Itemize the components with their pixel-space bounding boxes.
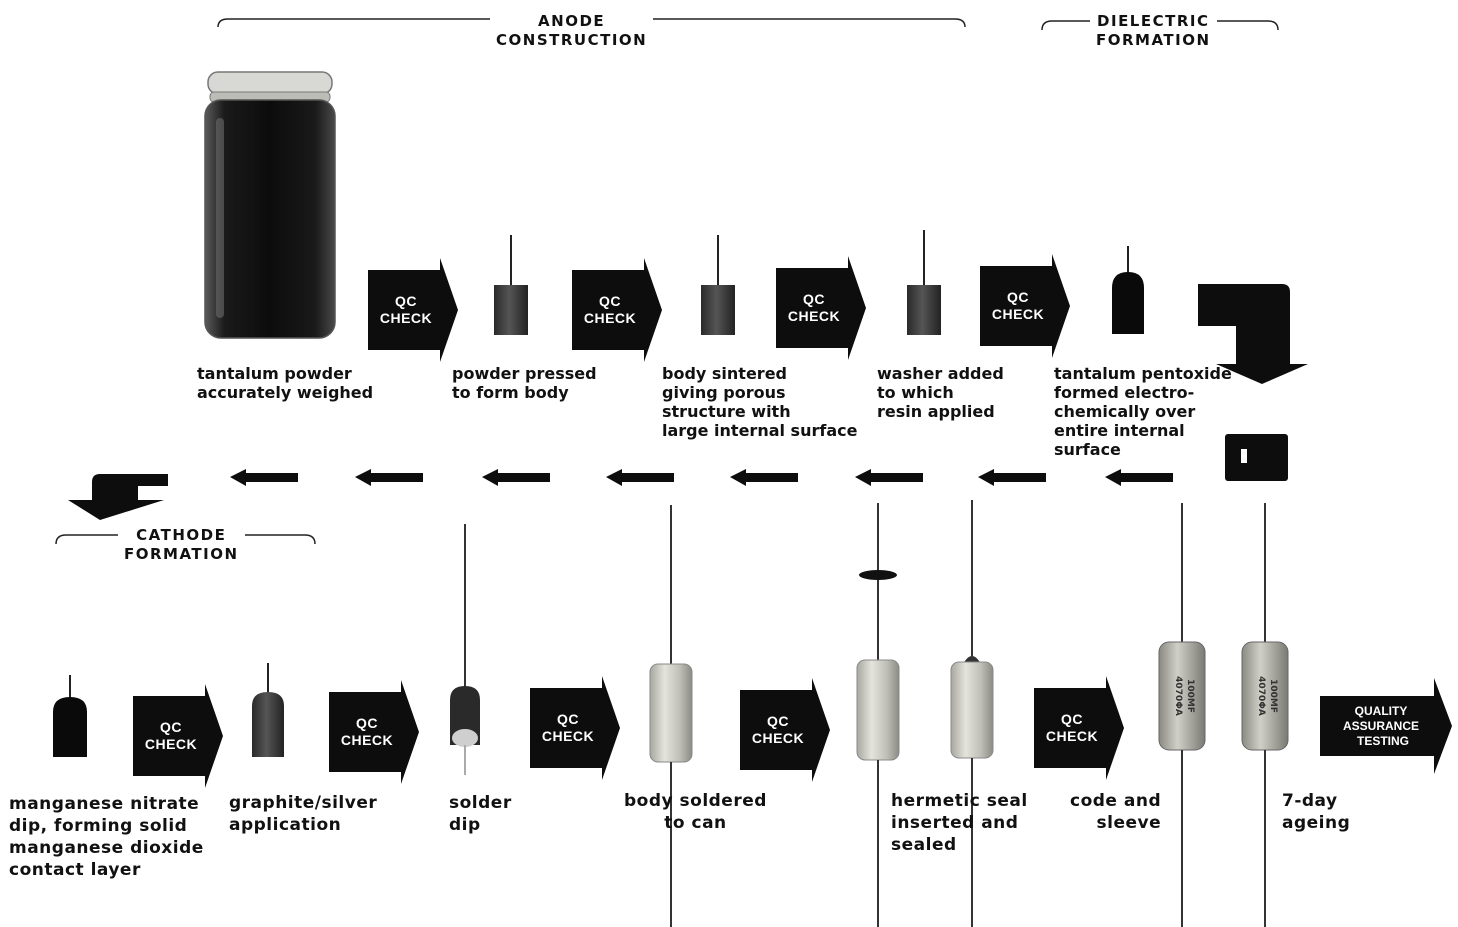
qa-label-line: ASSURANCE: [1343, 719, 1419, 733]
solder-dip-body: [450, 524, 480, 775]
qc-check-label: QC: [767, 713, 789, 729]
qc-check-label: QC: [356, 715, 378, 731]
qc-check-label: QC: [395, 293, 417, 309]
tantalum-powder-jar: [205, 72, 335, 338]
return-arrow: [978, 469, 1046, 486]
return-arrow: [730, 469, 798, 486]
washer-pellet: [907, 230, 941, 335]
return-arrow: [855, 469, 923, 486]
qc-check-label: CHECK: [380, 310, 432, 326]
step-caption-sintered: body sintered giving porous structure wi…: [662, 364, 857, 440]
qc-check-label: CHECK: [992, 306, 1044, 322]
hermetic-seal-can-2: [951, 500, 993, 927]
step-caption-pentoxide: tantalum pentoxide formed electro- chemi…: [1054, 364, 1232, 459]
step-caption-hermetic: hermetic seal inserted and sealed: [891, 790, 1028, 856]
step-caption-graphite: graphite/silver application: [229, 792, 377, 836]
dielectric-formation-title: DIELECTRIC FORMATION: [1090, 12, 1217, 50]
capacitor-code-text: 100MF: [1268, 679, 1278, 713]
sintered-body-pellet: [701, 235, 735, 335]
hermetic-seal-can-1: [857, 503, 899, 927]
capacitor-code-text: 100MF: [1185, 679, 1195, 713]
pressed-body-pellet: [494, 235, 528, 335]
qc-check-label: CHECK: [1046, 728, 1098, 744]
step-caption-pressed: powder pressed to form body: [452, 364, 597, 402]
soldered-can: [650, 505, 692, 927]
qc-check-label: CHECK: [341, 732, 393, 748]
qa-label-line: TESTING: [1357, 734, 1409, 748]
qc-check-label: CHECK: [788, 308, 840, 324]
return-arrows: [230, 469, 1173, 486]
step-caption-ageing: 7-day ageing: [1282, 790, 1350, 834]
return-arrow: [1105, 469, 1173, 486]
cathode-formation-title: CATHODE FORMATION: [118, 526, 245, 564]
return-arrow: [355, 469, 423, 486]
return-arrow: [606, 469, 674, 486]
qc-check-label: QC: [1061, 711, 1083, 727]
qc-check-label: CHECK: [752, 730, 804, 746]
qa-label-line: QUALITY: [1355, 704, 1408, 718]
qc-check-label: CHECK: [145, 736, 197, 752]
qc-check-label: QC: [557, 711, 579, 727]
graphite-silver-body: [252, 663, 284, 757]
qc-check-label: QC: [599, 293, 621, 309]
step-caption-can: body soldered to can: [624, 790, 767, 834]
qc-check-label: CHECK: [584, 310, 636, 326]
step-caption-solder: solder dip: [449, 792, 512, 836]
pentoxide-pellet: [1112, 246, 1144, 334]
qc-check-label: CHECK: [542, 728, 594, 744]
qc-check-label: QC: [803, 291, 825, 307]
turn-left-arrow: [68, 474, 168, 520]
qc-check-label: QC: [1007, 289, 1029, 305]
return-arrow: [230, 469, 298, 486]
quality-assurance-arrow: QUALITY ASSURANCE TESTING: [1320, 678, 1452, 774]
capacitor-code-text: 4070ΦA: [1256, 676, 1266, 716]
capacitor-code-text: 4070ΦA: [1173, 676, 1183, 716]
qc-check-label: QC: [160, 719, 182, 735]
step-caption-code: code and sleeve: [1070, 790, 1161, 834]
manganese-nitrate-body: [53, 675, 87, 757]
step-caption-powder: tantalum powder accurately weighed: [197, 364, 373, 402]
step-caption-washer: washer added to which resin applied: [877, 364, 1004, 421]
step-caption-manganese: manganese nitrate dip, forming solid man…: [9, 793, 204, 881]
anode-construction-title: ANODE CONSTRUCTION: [490, 12, 653, 50]
return-arrow: [482, 469, 550, 486]
